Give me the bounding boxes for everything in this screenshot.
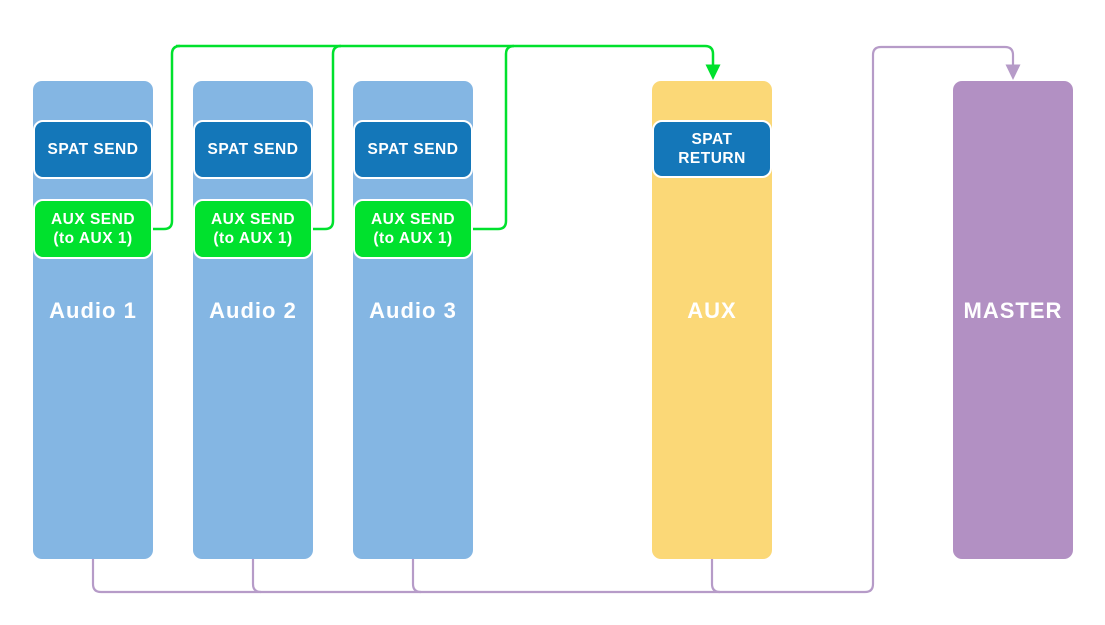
wire-aux-to-master — [710, 559, 721, 594]
spat-send-badge-audio2: SPAT SEND — [193, 120, 313, 179]
spat-send-label-audio3: SPAT SEND — [367, 141, 459, 158]
wire-audio3-to-master — [411, 559, 422, 594]
track-master: MASTER — [953, 81, 1073, 559]
aux-send-label-audio2: AUX SEND (to AUX 1) — [210, 211, 296, 247]
track-label-audio3: Audio 3 — [369, 298, 457, 323]
wire-audio1-to-master — [91, 45, 1015, 594]
track-label-audio1: Audio 1 — [49, 298, 137, 323]
wire-auxsend-audio3 — [471, 44, 515, 231]
track-audio-1: SPAT SEND AUX SEND (to AUX 1) Audio 1 — [33, 81, 153, 559]
track-aux: SPAT RETURN AUX — [652, 81, 772, 559]
wire-auxsend-audio2 — [311, 44, 342, 231]
aux-send-badge-audio2: AUX SEND (to AUX 1) — [193, 199, 313, 259]
aux-send-badge-audio1: AUX SEND (to AUX 1) — [33, 199, 153, 259]
aux-send-badge-audio3: AUX SEND (to AUX 1) — [353, 199, 473, 259]
arrowhead-into-master — [1005, 64, 1021, 80]
track-label-aux: AUX — [687, 298, 737, 323]
track-audio-3: SPAT SEND AUX SEND (to AUX 1) Audio 3 — [353, 81, 473, 559]
track-label-audio2: Audio 2 — [209, 298, 297, 323]
track-label-master: MASTER — [963, 298, 1063, 323]
aux-send-label-audio3: AUX SEND (to AUX 1) — [370, 211, 456, 247]
wire-audio2-to-master — [251, 559, 262, 594]
track-audio-2: SPAT SEND AUX SEND (to AUX 1) Audio 2 — [193, 81, 313, 559]
arrowhead-into-aux — [705, 64, 721, 80]
aux-send-label-audio1: AUX SEND (to AUX 1) — [50, 211, 136, 247]
spat-send-badge-audio1: SPAT SEND — [33, 120, 153, 179]
spat-return-badge: SPAT RETURN — [652, 120, 772, 178]
wire-auxsend-audio1 — [151, 44, 181, 231]
wire-green-trunk-to-aux — [176, 44, 715, 67]
spat-return-label: SPAT RETURN — [678, 131, 746, 167]
spat-send-label-audio1: SPAT SEND — [47, 141, 139, 158]
spat-send-label-audio2: SPAT SEND — [207, 141, 299, 158]
spat-send-badge-audio3: SPAT SEND — [353, 120, 473, 179]
